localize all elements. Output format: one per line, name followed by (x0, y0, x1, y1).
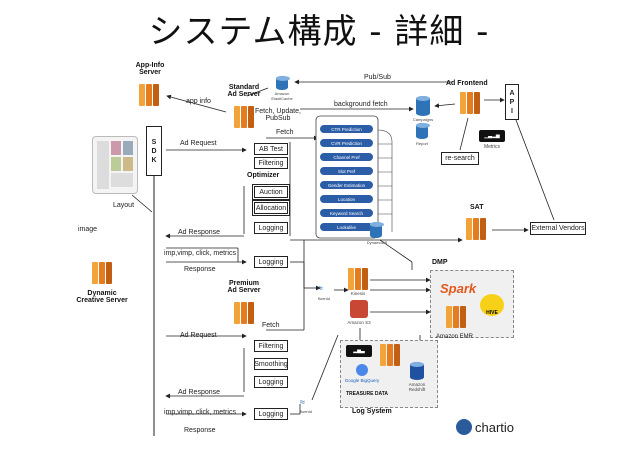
ad-request-label-2: Ad Request (180, 332, 217, 339)
report-db-icon (416, 123, 430, 139)
dynamodb-label: DynamoDB (366, 240, 388, 245)
metrics-logo-icon: ▁▃▂▅ (479, 130, 505, 142)
ad-frontend-label: Ad Frontend (446, 80, 488, 87)
image-label: image (78, 226, 98, 233)
fetch-label-1: Fetch (276, 129, 294, 136)
dynamodb-icon (370, 222, 384, 238)
standard-ad-server-icon (234, 106, 254, 128)
log-system-label: Log System (352, 408, 392, 415)
sdk-label: S D K (151, 138, 157, 164)
ad-response-label-1: Ad Response (178, 229, 221, 236)
gender-estimation-pill: Gender Estimation (319, 180, 374, 190)
phone-screenshot (92, 136, 138, 194)
fluentd-icon-2: ≈ (300, 397, 305, 407)
location-pill: Location (319, 194, 374, 204)
external-vendors-box: External Vendors (530, 222, 586, 235)
elasticache-label: Amazon ElastiCache (271, 91, 293, 101)
hive-label: HIVE (486, 310, 498, 316)
log-monitor-icon: ▂▅▃ (346, 345, 372, 357)
campaigns-db-icon (416, 96, 430, 116)
dmp-label: DMP (432, 259, 448, 266)
response-label-1: Response (184, 266, 216, 273)
report-label: Report (415, 141, 428, 146)
treasure-data-label: TREASURE DATA (345, 391, 389, 397)
log-system-aws-icon (380, 344, 400, 366)
fetch-update-label: Fetch, Update, PubSub (255, 108, 301, 122)
auction-box: Auction (252, 184, 290, 200)
kinesis-label: Kinesis (350, 291, 366, 296)
prediction-stack: CTR Prediction CVR Prediction Channel Pr… (316, 120, 378, 238)
prem-filtering-box: Filtering (254, 340, 288, 352)
kinesis-icon (348, 268, 368, 290)
hive-logo-icon: HIVE (480, 294, 504, 316)
ad-response-label-2: Ad Response (178, 389, 221, 396)
prem-logging-box-1: Logging (254, 376, 288, 388)
amazon-emr-label: Amazon EMR (436, 334, 474, 340)
background-fetch-label: background fetch (334, 101, 388, 108)
imp-label-2: imp,vimp, click, metrics (164, 409, 236, 416)
app-info-server-icon (139, 84, 159, 106)
fetch-label-2: Fetch (262, 322, 280, 329)
re-search-box: re-search (441, 152, 479, 165)
chartio-logo-icon (456, 419, 472, 435)
logging-box-1: Logging (254, 222, 288, 234)
amazon-redshift-label: Amazon Redshift (408, 382, 426, 392)
dynamic-creative-icon (92, 262, 112, 284)
page-title: システム構成 - 詳細 - (148, 12, 490, 52)
sat-icon (466, 218, 486, 240)
prem-logging-box-2: Logging (254, 408, 288, 420)
sat-label: SAT (470, 204, 484, 211)
premium-ad-server-icon (234, 302, 254, 324)
metrics-label: Metrics (483, 144, 501, 150)
premium-ad-server-label: Premium Ad Server (227, 280, 261, 294)
ab-test-box: AB Test (254, 143, 288, 155)
filtering-box: Filtering (254, 157, 288, 169)
fluentd-label-2: fluentd (299, 409, 312, 414)
slot-pref-pill: Slot Pref (319, 166, 374, 176)
app-info-label: app info (186, 98, 211, 105)
layout-label: Layout (113, 202, 135, 209)
dynamic-creative-label: Dynamic Creative Server (76, 290, 128, 304)
bigquery-icon (356, 364, 368, 376)
elasticache-icon (276, 76, 290, 90)
api-box: A P I (505, 84, 519, 120)
optimizer-label: Optimizer (247, 172, 280, 179)
keyword-search-pill: Keyword Search (319, 208, 374, 218)
fluentd-icon-1: ≈ (318, 283, 323, 293)
redshift-icon (410, 362, 424, 380)
smoothing-box: Smoothing (254, 358, 288, 370)
amazon-emr-icon (446, 306, 466, 328)
amazon-s3-icon (350, 300, 368, 318)
allocation-box: Allocation (252, 200, 290, 216)
ad-frontend-icon (460, 92, 480, 114)
pubsub-label: Pub/Sub (364, 74, 391, 81)
amazon-s3-label: Amazon S3 (347, 320, 371, 325)
sdk-box: S D K (146, 126, 162, 176)
lookalike-pill: Lookalike (319, 222, 374, 232)
bigquery-label: Google BigQuery (344, 378, 380, 383)
logging-box-2: Logging (254, 256, 288, 268)
response-label-2: Response (184, 427, 216, 434)
spark-logo: Spark (440, 281, 477, 296)
cvr-prediction-pill: CVR Prediction (319, 138, 374, 148)
campaigns-label: Campaigns (412, 117, 434, 122)
api-label: A P I (509, 89, 515, 115)
ctr-prediction-pill: CTR Prediction (319, 124, 374, 134)
standard-ad-server-label: Standard Ad Server (227, 84, 261, 98)
fluentd-label-1: fluentd (317, 296, 330, 301)
channel-pref-pill: Channel Pref (319, 152, 374, 162)
ad-request-label-1: Ad Request (180, 140, 217, 147)
imp-label-1: imp,vimp, click, metrics (164, 250, 236, 257)
chartio-label: chartio (475, 420, 515, 435)
app-info-server-label: App-Info Server (135, 62, 165, 76)
